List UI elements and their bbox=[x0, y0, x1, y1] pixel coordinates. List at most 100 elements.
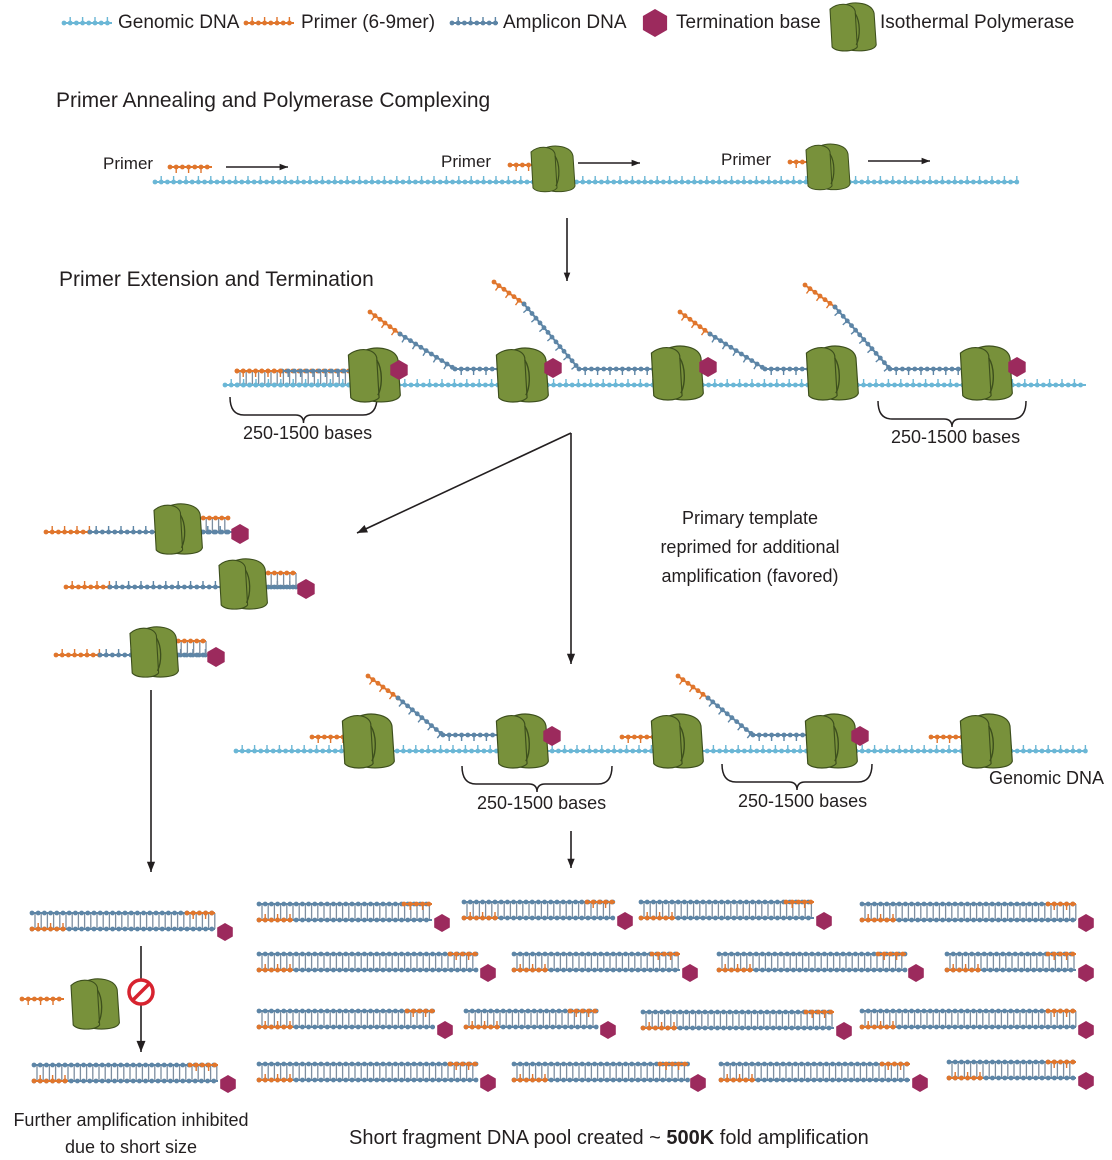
pool-fragment-primer-bottom-bead bbox=[743, 1077, 749, 1083]
step3-genomic-strand-bead bbox=[587, 748, 592, 754]
step1-genomic-strand-bead bbox=[692, 179, 697, 185]
step3-primer-bead bbox=[309, 734, 315, 740]
step3-genomic-strand-bead bbox=[568, 748, 574, 754]
pool-fragment-rungs bbox=[645, 1012, 833, 1028]
step2-amplicon-bead bbox=[316, 368, 322, 374]
step3-genomic-strand-bead bbox=[903, 748, 908, 754]
step2-extending-strand-bead bbox=[601, 366, 607, 372]
left-product-duplex-top-bead bbox=[272, 570, 277, 576]
left-product-amplicon-bead bbox=[122, 652, 128, 658]
pool-fragment-bottom-bead bbox=[988, 967, 993, 973]
step2-displaced-primer-bead bbox=[501, 286, 507, 292]
step1-genomic-strand-bead bbox=[499, 179, 505, 185]
pool-fragment-bottom-bead bbox=[544, 1024, 549, 1030]
left-product-duplex-bottom-bead bbox=[265, 584, 271, 590]
pool-fragment-primer-top-bead bbox=[1058, 951, 1063, 957]
polymerase-cleft bbox=[829, 153, 835, 185]
pool-fragment-top-bead bbox=[355, 1008, 361, 1014]
step2-extending-strand-bead bbox=[768, 366, 774, 372]
pool-fragment-primer-bottom-bead bbox=[275, 917, 280, 923]
pool-fragment-bottom-bead bbox=[842, 1077, 848, 1083]
pool-fragment-bottom-bead bbox=[1045, 917, 1051, 923]
inhibited-caption-line: due to short size bbox=[64, 1137, 198, 1157]
pool-fragment-primer-bottom-bead bbox=[517, 967, 523, 973]
pool-fragment-bottom-bead bbox=[820, 1025, 826, 1031]
pool-fragment-primer-bottom-bead bbox=[959, 1075, 964, 1081]
pool-fragment-top-bead bbox=[990, 1059, 995, 1065]
pool-fragment-top-bead bbox=[713, 899, 718, 905]
pool-fragment-top-bead bbox=[749, 1061, 755, 1067]
pool-fragment-top-bead bbox=[524, 1061, 529, 1067]
step2-genomic-strand-bead bbox=[483, 382, 488, 388]
step3-displaced-strand-bead bbox=[710, 699, 716, 705]
pool-fragment-bottom-bead bbox=[775, 915, 780, 921]
step3-polymerase bbox=[341, 713, 395, 769]
pool-fragment-top-bead bbox=[256, 1008, 262, 1014]
step2-displaced-strand-bead bbox=[718, 338, 723, 344]
inhibited-fragment-top-bottom-bead bbox=[190, 926, 196, 932]
step2-extending-strand-bead bbox=[893, 366, 899, 372]
step1-genomic-strand-bead bbox=[778, 179, 784, 185]
pool-fragment-primer-bottom-bead bbox=[665, 1025, 671, 1031]
pool-fragment-primer-top-bead bbox=[453, 951, 459, 957]
pool-fragment-bottom-bead bbox=[809, 967, 815, 973]
step2-genomic-strand-bead bbox=[222, 382, 228, 388]
pool-fragment-primer-top-bead bbox=[401, 901, 407, 907]
step2-duplex-bottom-bead bbox=[284, 382, 289, 388]
inhibited-fragment-bottom-top-bead bbox=[155, 1062, 161, 1068]
pool-fragment-top-bead bbox=[586, 1061, 591, 1067]
pool-fragment-termination-base bbox=[690, 1074, 706, 1092]
pool-fragment-top-bead bbox=[337, 1061, 342, 1067]
step2-extending-strand-bead bbox=[912, 366, 918, 372]
pool-fragment-top-bead bbox=[442, 1061, 448, 1067]
pool-fragment-bottom-bead bbox=[952, 917, 958, 923]
pool-fragment-primer-bottom-bead bbox=[952, 1075, 958, 1081]
step2-displaced-strand bbox=[832, 304, 891, 372]
pool-fragment-top bbox=[256, 1061, 479, 1067]
pool-fragment-top-bead bbox=[536, 951, 542, 957]
pool-fragment-primer-bottom-bead bbox=[281, 967, 287, 973]
pool-fragment-bottom-bead bbox=[877, 967, 883, 973]
legend-genomic-strand-bead bbox=[98, 20, 104, 26]
pool-fragment-top-bead bbox=[946, 1008, 952, 1014]
pool-fragment-top-bead bbox=[1014, 1059, 1020, 1065]
pool-fragment-bottom-bead bbox=[811, 1077, 817, 1083]
pool-fragment-primer-top-bead bbox=[447, 1061, 453, 1067]
step1-genomic-strand-bead bbox=[797, 179, 803, 185]
pool-fragment-primer-bottom-bead bbox=[275, 1077, 280, 1083]
step1-genomic-strand-bead bbox=[958, 179, 964, 185]
step3-displaced-strand bbox=[705, 695, 754, 739]
step2-genomic-strand-bead bbox=[755, 382, 761, 388]
pool-fragment-bottom bbox=[463, 1024, 599, 1030]
polymerase-front bbox=[805, 144, 833, 191]
pool-fragment-top-bead bbox=[840, 951, 846, 957]
pool-fragment-top-bead bbox=[374, 1061, 380, 1067]
pool-fragment-bottom-bead bbox=[648, 1077, 653, 1083]
step3-displaced-strand bbox=[395, 695, 444, 739]
step3-primer-bead bbox=[644, 734, 650, 740]
pool-fragment-top-bead bbox=[884, 1008, 890, 1014]
pool-fragment-bottom-bead bbox=[940, 917, 945, 923]
pool-fragment-top-bead bbox=[555, 1061, 560, 1067]
pool-fragment-bottom-bead bbox=[417, 917, 423, 923]
pool-fragment-top-bead bbox=[996, 1008, 1001, 1014]
inhibited-fragment-top-rungs bbox=[34, 913, 216, 929]
step2-displaced-primer-bead bbox=[377, 316, 383, 322]
pool-fragment-bottom-bead bbox=[780, 1077, 786, 1083]
polymerase-cleft bbox=[988, 357, 995, 394]
step2-size-brace bbox=[229, 396, 378, 424]
pool-fragment-bottom-bead bbox=[762, 915, 768, 921]
pool-fragment-bottom-bead bbox=[721, 1025, 726, 1031]
pool-fragment-bottom-bead bbox=[708, 1025, 714, 1031]
legend-primer-strand-bead bbox=[256, 20, 261, 26]
pool-fragment-bottom-bead bbox=[293, 1024, 299, 1030]
inhibited-free-primer-bead bbox=[32, 996, 37, 1002]
step1-genomic-strand-bead bbox=[481, 179, 486, 185]
step3-genomic-strand-bead bbox=[1021, 748, 1026, 754]
pool-fragment-primer-bottom-bead bbox=[281, 1077, 287, 1083]
step2-polymerase bbox=[347, 347, 401, 403]
pool-fragment-bottom-bead bbox=[1008, 917, 1014, 923]
pool-fragment-bottom-bead bbox=[1064, 1075, 1070, 1081]
pool-fragment-primer-bottom-bead bbox=[963, 967, 968, 973]
step3-displaced-strand-bead bbox=[429, 723, 434, 728]
